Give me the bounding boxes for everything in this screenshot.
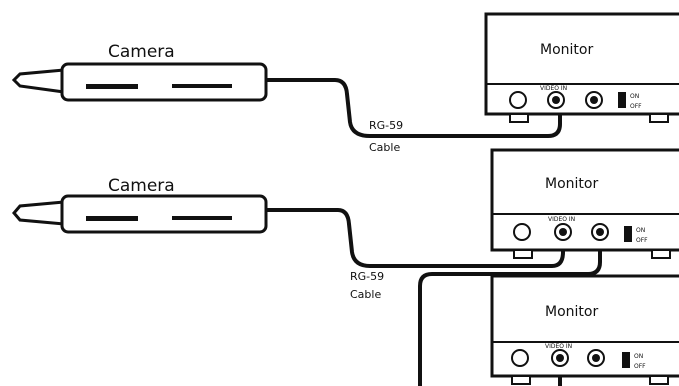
camera-2-slot-right [172,216,232,220]
monitor-3-video-jack-2-core [592,354,600,362]
monitor-3-switch-on: ON [634,353,643,360]
monitor-1-switch-on: ON [630,93,639,100]
monitor-1-label: Monitor [540,42,593,58]
monitor-2-switch-off: OFF [636,237,648,244]
monitor-1-video-jack-1-core [552,96,560,104]
monitor-2-switch-on: ON [636,227,645,234]
monitor-1-switch-off: OFF [630,103,642,110]
camera-2-lens [12,200,66,226]
cable-2-label: RG-59 Cable [350,270,384,301]
monitor-1-video-jack-2-core [590,96,598,104]
monitor-2-video-jack-1-core [559,228,567,236]
cable-camera1-monitor1 [264,78,562,138]
monitor-3-power-knob [511,349,529,367]
cable-camera2-monitor2 [264,208,565,268]
cable-monitor2-monitor3 [418,236,602,386]
camera-1: Camera [11,42,268,102]
monitor-1-terminal-label: VIDEO IN [540,85,567,92]
camera-1-body [60,62,268,102]
camera-1-slot-right [172,84,232,88]
monitor-2-label: Monitor [545,176,598,192]
camera-1-label: Camera [108,42,175,62]
monitor-3: Monitor VIDEO IN ON OFF [490,274,679,385]
cable-1-word: Cable [369,141,400,154]
monitor-2-power-knob [513,223,531,241]
monitor-1-power-knob [509,91,527,109]
monitor-2-foot-left [513,249,533,259]
monitor-2-termination-switch [624,226,632,242]
monitor-1-foot-right [649,113,669,123]
monitor-1-termination-switch [618,92,626,108]
monitor-3-foot-right [649,375,669,385]
monitor-3-switch-off: OFF [634,363,646,370]
cable-lines [264,78,602,386]
monitor-3-label: Monitor [545,304,598,320]
monitor-2-foot-right [651,249,671,259]
monitor-3-termination-switch [622,352,630,368]
camera-2-body [60,194,268,234]
monitor-3-foot-left [511,375,531,385]
cable-2-word: Cable [350,288,381,301]
camera-1-lens [11,68,66,94]
camera-2-label: Camera [108,176,175,196]
monitor-2-cabinet [490,148,679,252]
monitor-2-video-jack-2-core [596,228,604,236]
camera-1-slot-left [86,84,138,89]
monitor-1: Monitor VIDEO IN ON OFF [484,12,679,123]
cable-2-type: RG-59 [350,270,384,283]
monitor-3-terminal-label: VIDEO IN [545,343,572,350]
monitor-1-foot-left [509,113,529,123]
camera-2-slot-left [86,216,138,221]
camera-2: Camera [12,176,268,234]
cable-1-type: RG-59 [369,119,403,132]
monitor-2-terminal-label: VIDEO IN [548,216,575,223]
cable-1-label: RG-59 Cable [369,119,403,154]
monitor-2: Monitor VIDEO IN ON OFF [490,148,679,259]
monitor-3-video-jack-1-core [556,354,564,362]
